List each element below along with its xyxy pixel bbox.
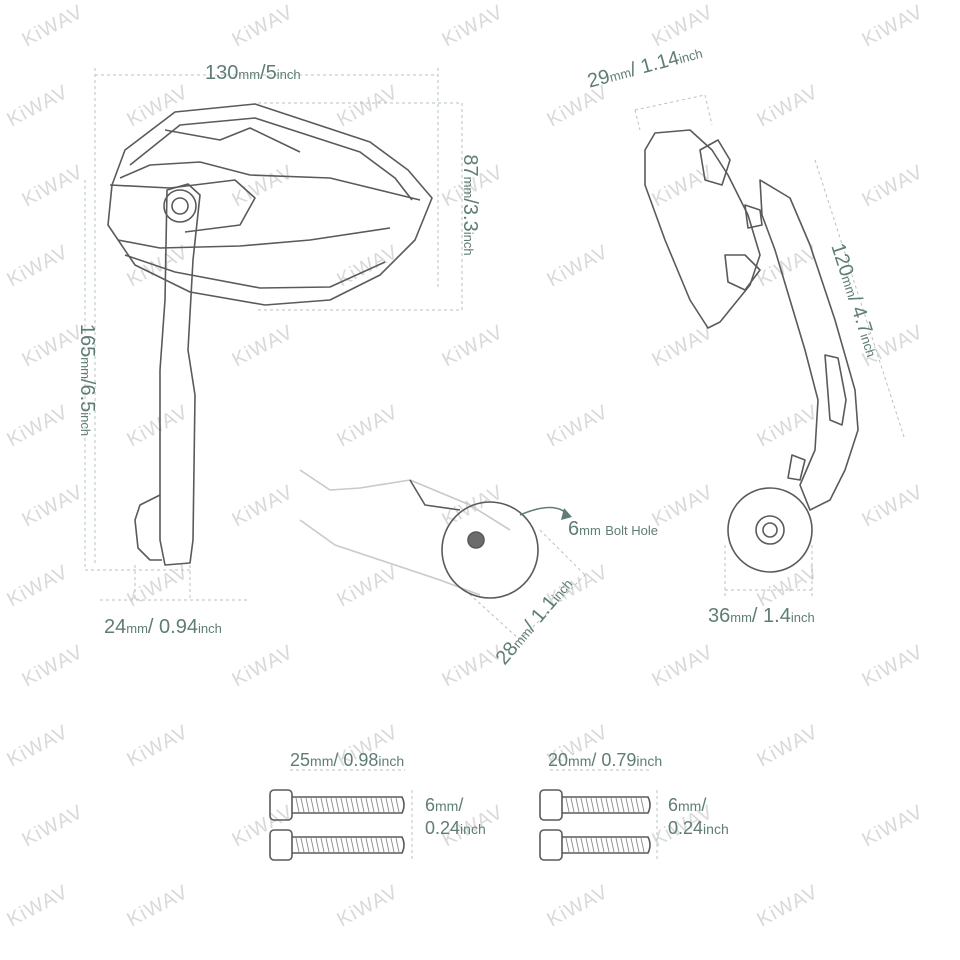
total-length-label: 165mm/6.5inch <box>76 323 98 437</box>
dimension-lines <box>84 68 906 860</box>
bolt-20mm-b <box>539 829 651 861</box>
bolt-25mm-diameter-label: 6mm/ 0.24inch <box>425 795 486 838</box>
arm-width-label: 24mm/ 0.94inch <box>104 616 222 638</box>
clamp-width-label: 36mm/ 1.4inch <box>708 605 815 627</box>
bolt-25mm-a <box>269 789 405 821</box>
part-outlines <box>107 103 859 861</box>
bolt-25mm-length-label: 25mm/ 0.98inch <box>290 750 405 770</box>
bolt-25mm-b <box>269 829 405 861</box>
mirror-height-label: 87mm/3.3inch <box>459 154 481 256</box>
bolt-threads <box>295 797 645 853</box>
mirror-width-label: 130mm/5inch <box>205 62 301 84</box>
bolt-hole-label: 6mm Bolt Hole <box>568 518 658 540</box>
bolt-20mm-a <box>539 789 651 821</box>
bolt-20mm-length-label: 20mm/ 0.79inch <box>548 750 663 770</box>
bolt-20mm-diameter-label: 6mm/ 0.24inch <box>668 795 729 838</box>
